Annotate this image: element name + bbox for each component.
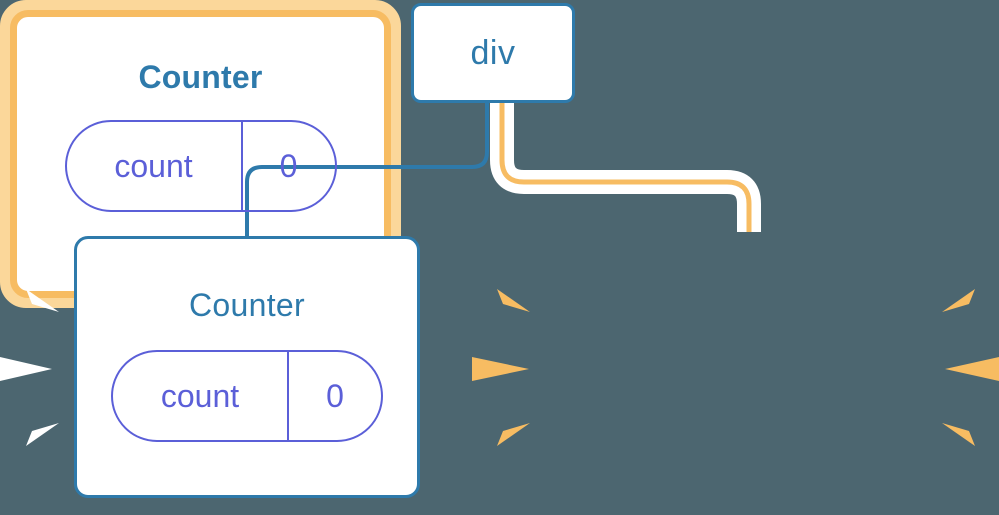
sparkle-ray	[26, 423, 59, 446]
node-counter-left[interactable]: Counter count 0	[74, 236, 420, 498]
sparkle-ray	[26, 289, 59, 312]
sparkles-counter-right-right	[942, 289, 999, 446]
node-counter-left-label: Counter	[189, 287, 305, 323]
sparkle-ray	[472, 357, 529, 381]
node-div[interactable]: div	[411, 3, 575, 103]
sparkle-ray	[942, 423, 975, 446]
sparkle-ray	[945, 357, 999, 381]
sparkle-ray	[497, 423, 530, 446]
sparkle-ray	[497, 289, 530, 312]
node-counter-right-label: Counter	[138, 59, 263, 95]
state-value-count: 0	[279, 147, 298, 184]
state-pill-counter-right[interactable]: count 0	[64, 120, 337, 212]
edge-div-to-counter-right	[499, 103, 752, 232]
state-value-count: 0	[326, 377, 344, 414]
sparkles-counter-left	[0, 289, 59, 446]
sparkle-ray	[0, 357, 52, 381]
state-key-count: count	[113, 352, 289, 440]
state-key-count: count	[67, 122, 243, 210]
sparkles-counter-right-left	[472, 289, 530, 446]
sparkle-ray	[942, 289, 975, 312]
state-pill-counter-left[interactable]: count 0	[111, 350, 383, 442]
node-div-label: div	[470, 33, 516, 72]
